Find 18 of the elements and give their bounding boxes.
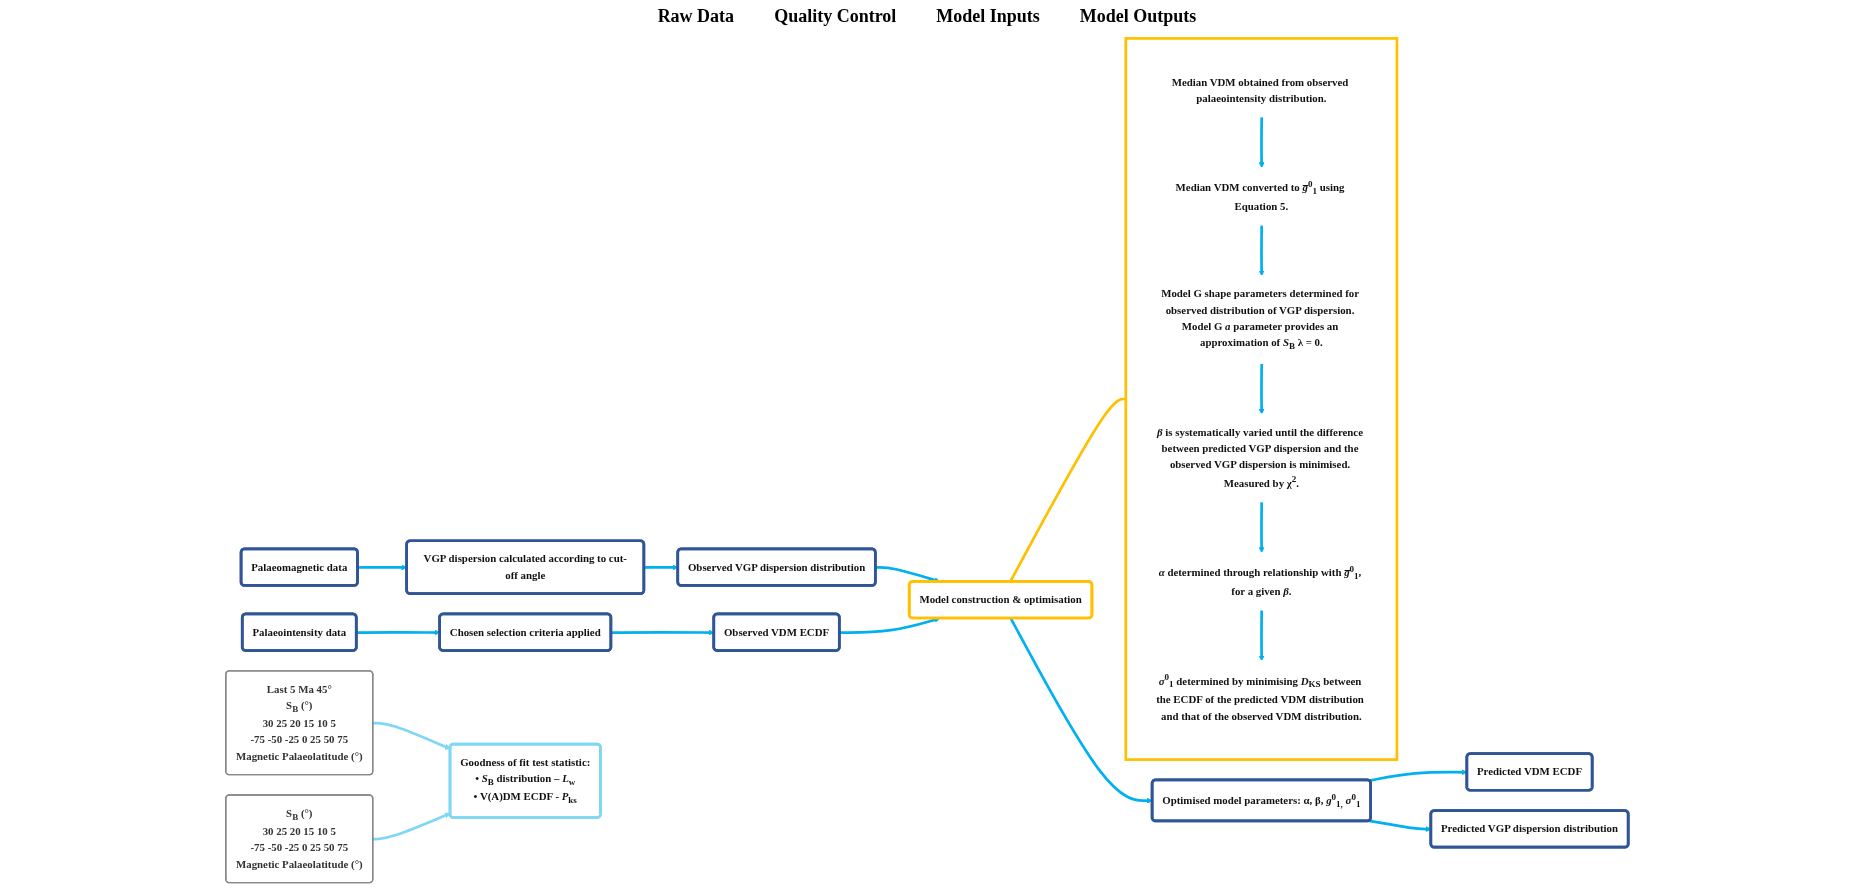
column-heading: Raw Data: [657, 6, 735, 27]
arrow: [1258, 610, 1265, 662]
node-text: Median VDM converted to g̅$^{0}$$_{1}$ using Equation 5.: [1175, 179, 1345, 212]
arrow: [1258, 502, 1265, 554]
node-text: β is systematically varied until the difference between predicted VGP dispersion and the observed VGP dispersion is minimised. Measured by χ$^{2}$.: [1157, 426, 1363, 489]
cluster: [1124, 37, 1399, 761]
column-heading: Quality Control: [774, 6, 897, 27]
arrow: [1258, 363, 1265, 415]
arrow: [1258, 117, 1265, 169]
node-text: Median VDM obtained from observed palaeointensity distribution.: [1171, 76, 1349, 104]
node-text: Model G shape parameters determined for observed distribution of VGP dispersion. Model G a parameter provides an approximation of S$_{B}$ λ = 0.: [1161, 287, 1359, 352]
column-heading: Model Outputs: [1079, 6, 1197, 27]
arrow: [373, 721, 451, 750]
arrow: [1258, 225, 1265, 277]
node-text: σ$^{0}$$_{1}$ determined by minimising D$_{KS}$ between the ECDF of the predicted VDM distribution and that of the observed VDM distribution.: [1156, 672, 1364, 722]
column-heading: Model Inputs: [936, 6, 1040, 27]
node-text: α determined through relationship with g̅$^{0}$$_{1}$, for a given β.: [1158, 564, 1362, 597]
arrow: [373, 812, 451, 841]
